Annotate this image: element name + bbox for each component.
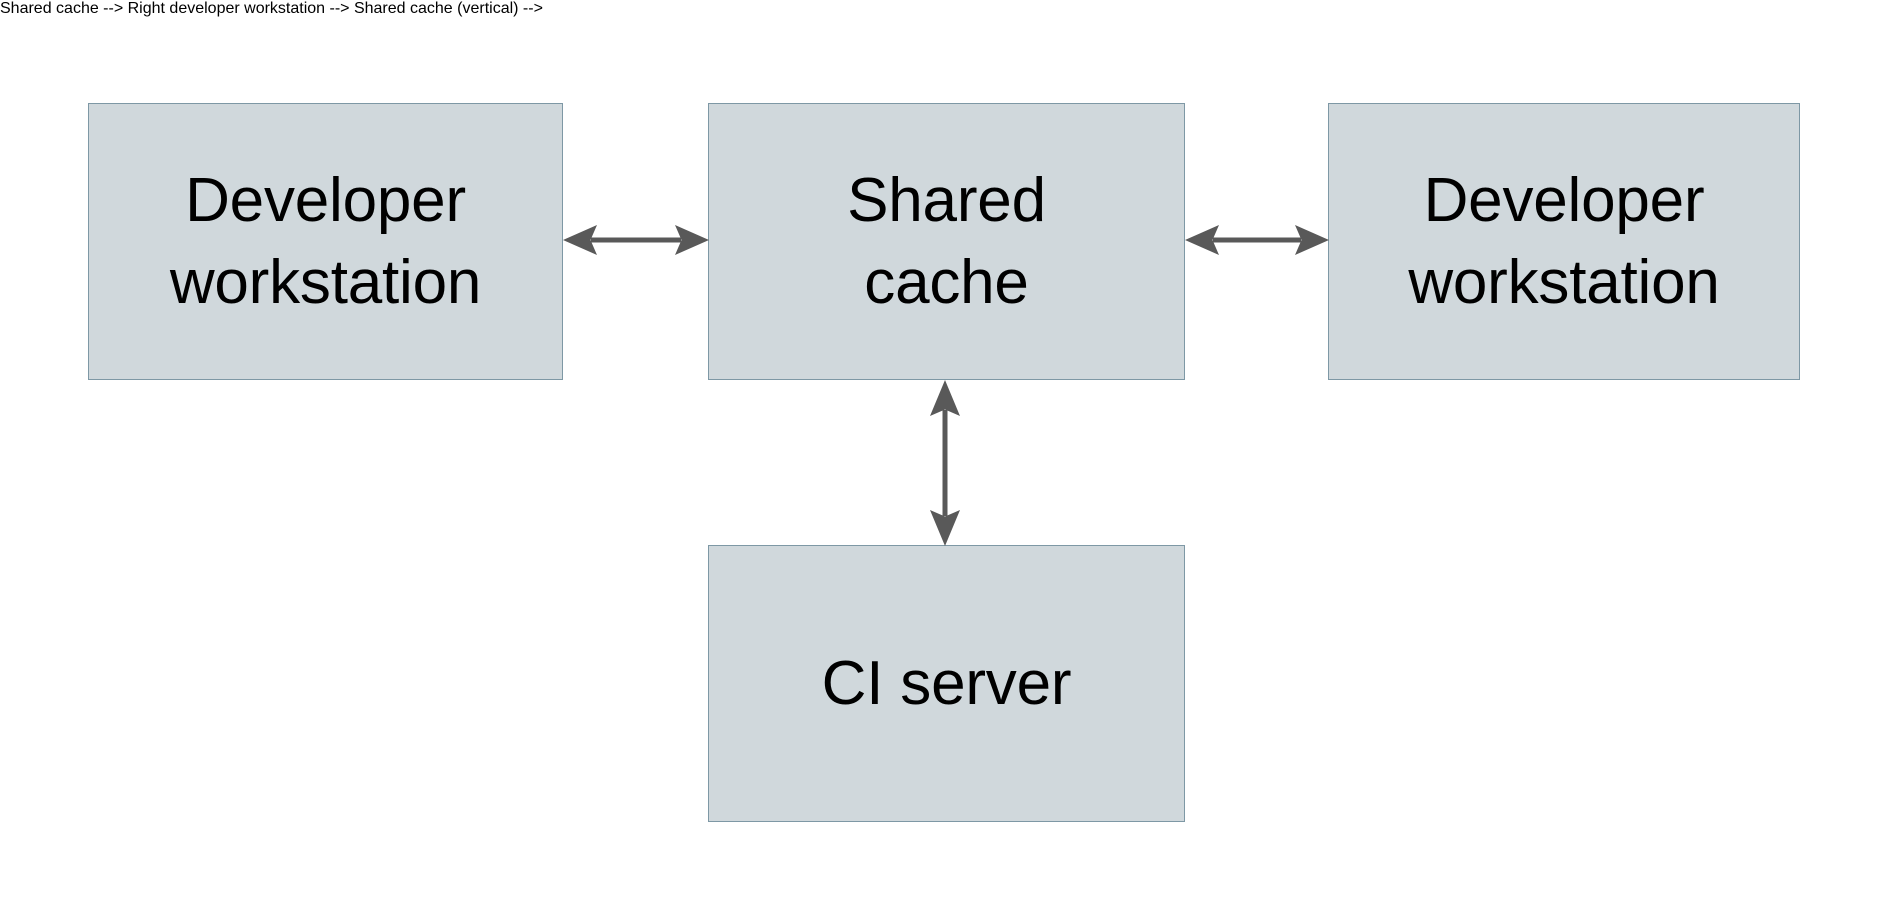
node-label-dev-workstation-left: Developer workstation [169, 165, 482, 317]
node-label-ci-server: CI server [821, 648, 1072, 718]
node-shared-cache[interactable]: Shared cache [708, 103, 1185, 380]
edge-dev-left-to-cache [563, 214, 709, 266]
node-label-dev-workstation-right: Developer workstation [1408, 165, 1720, 317]
node-dev-workstation-right[interactable]: Developer workstation [1328, 103, 1800, 380]
node-dev-workstation-left[interactable]: Developer workstation [88, 103, 563, 380]
node-ci-server[interactable]: CI server [708, 545, 1185, 822]
edge-ci-server-to-cache [919, 380, 971, 546]
edge-cache-to-dev-right [1185, 214, 1329, 266]
node-label-shared-cache: Shared cache [847, 165, 1046, 317]
